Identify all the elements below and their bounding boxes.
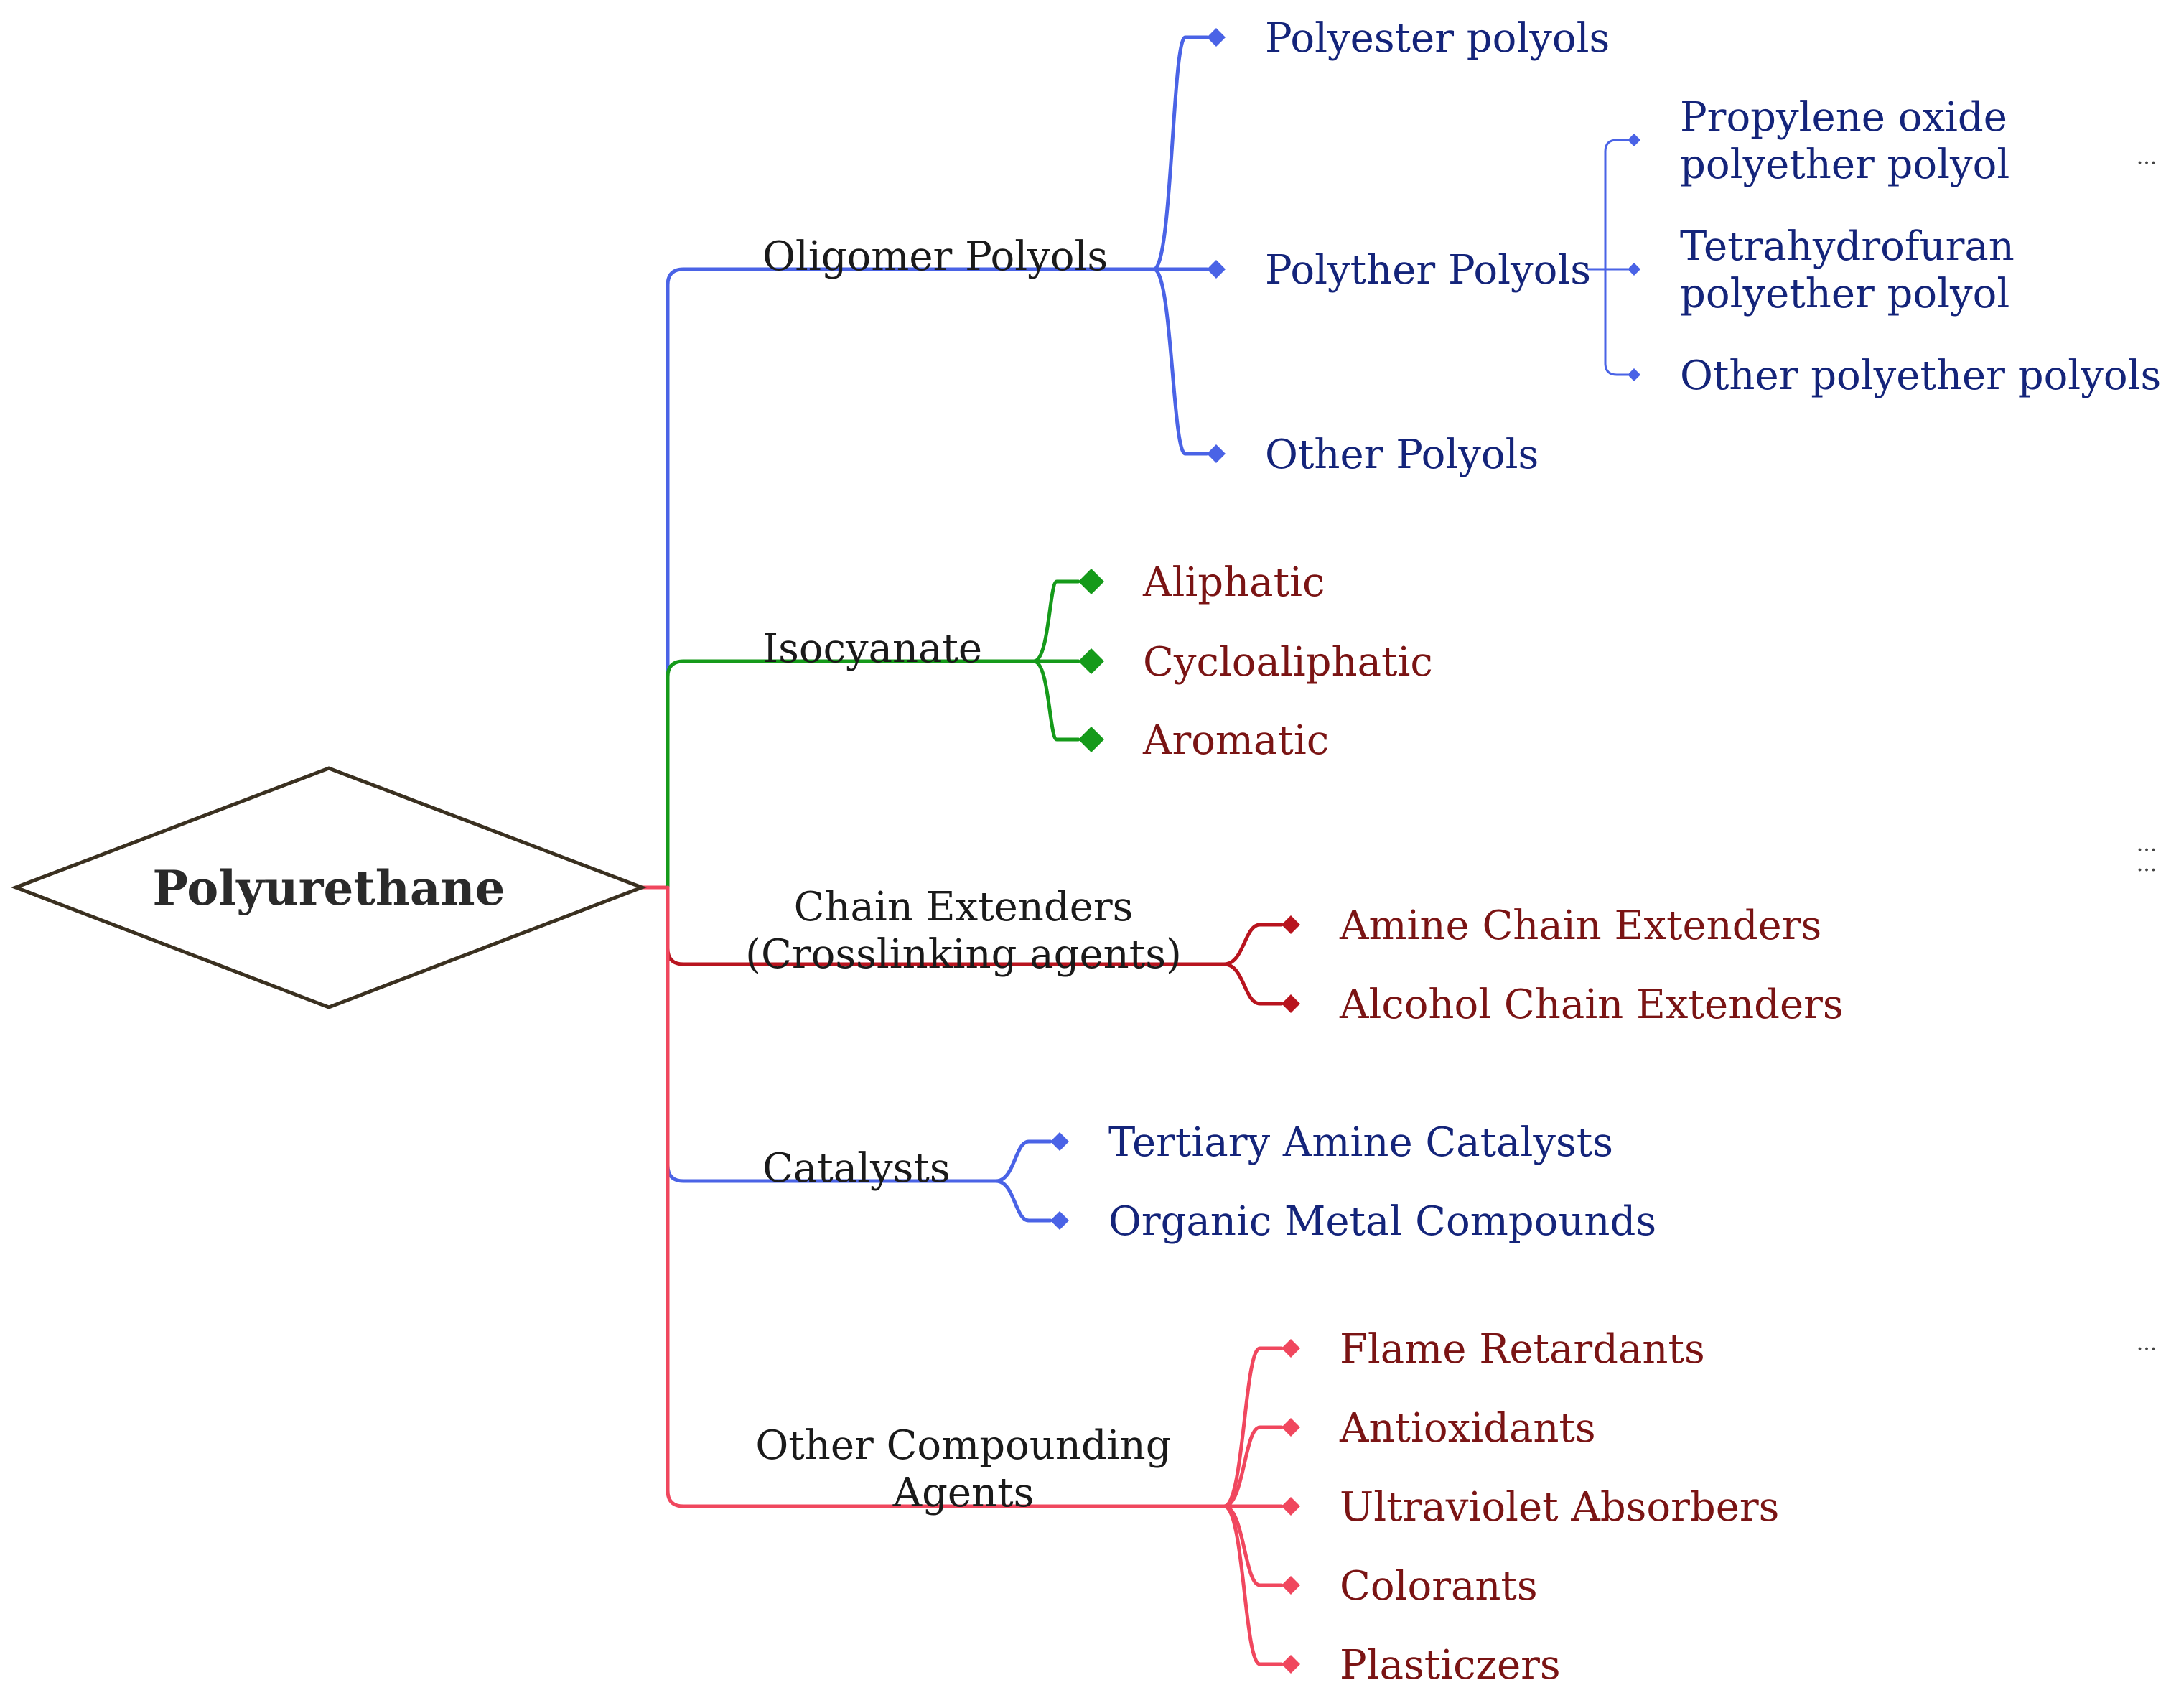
- branch-isocyanate-child-diamond: [1078, 569, 1104, 594]
- branch-oligomer-child-line: [1136, 267, 1209, 456]
- branch-catalysts-child-label-line: Organic Metal Compounds: [1108, 1198, 1656, 1245]
- branch-isocyanate-child-diamond: [1078, 727, 1104, 752]
- branch-chain-label-line: (Crosslinking agents): [745, 931, 1182, 978]
- branch-other-child-diamond: [1282, 1339, 1300, 1358]
- branch-oligomer-child-label-line: Polyester polyols: [1265, 15, 1610, 62]
- branch-catalysts-child-diamond: [1050, 1132, 1069, 1151]
- branch-chain-label-line: Chain Extenders: [794, 884, 1134, 930]
- branch-chain-child-diamond: [1282, 915, 1300, 934]
- branch-other-child-label-line: Flame Retardants: [1340, 1326, 1705, 1373]
- root-diamond-shape: [10, 766, 648, 1009]
- branch-catalysts-label-line: Catalysts: [762, 1145, 951, 1192]
- branch-oligomer-connector: [666, 267, 1140, 890]
- sub-branch-label-line: Propylene oxide: [1680, 94, 2007, 141]
- branch-other-label-line: Agents: [892, 1470, 1035, 1516]
- branch-isocyanate-label-line: Isocyanate: [762, 625, 982, 672]
- branch-oligomer-child-diamond: [1207, 444, 1226, 463]
- branch-oligomer-child-diamond: [1207, 260, 1226, 279]
- branch-isocyanate-child-label[interactable]: Cycloaliphatic: [1143, 639, 1433, 686]
- collapsed-ellipsis-icon[interactable]: ...: [2137, 1330, 2157, 1355]
- branch-isocyanate-label[interactable]: Isocyanate: [762, 625, 982, 672]
- branch-other-child-diamond: [1282, 1497, 1300, 1516]
- sub-branch-bracket: [1604, 139, 1629, 376]
- sub-branch-diamond: [1628, 134, 1640, 146]
- collapsed-ellipsis-icon[interactable]: ...: [2137, 144, 2157, 169]
- sub-branch-label-line: Tetrahydrofuran: [1680, 223, 2015, 270]
- root-node[interactable]: Polyurethane: [10, 766, 648, 1009]
- branch-isocyanate-child-line: [1016, 659, 1080, 742]
- branch-other-child-label-line: Plasticzers: [1340, 1642, 1561, 1689]
- branch-chain-child-diamond: [1282, 994, 1300, 1013]
- branch-oligomer-label-line: Oligomer Polyols: [762, 233, 1108, 280]
- branch-other-child-label[interactable]: Ultraviolet Absorbers: [1340, 1484, 1779, 1531]
- branch-isocyanate-child-label-line: Aromatic: [1142, 717, 1329, 764]
- branch-oligomer-child-label[interactable]: Polyester polyols: [1265, 15, 1610, 62]
- branch-other-child-label-line: Antioxidants: [1339, 1405, 1596, 1452]
- branch-other-child-line: [1215, 1504, 1284, 1666]
- branch-chain-label[interactable]: Chain Extenders(Crosslinking agents): [745, 884, 1182, 978]
- sub-branch-label[interactable]: Other polyether polyols: [1680, 353, 2161, 399]
- branch-isocyanate-child-label-line: Cycloaliphatic: [1143, 639, 1433, 686]
- diamond-markers: [1050, 28, 1640, 1674]
- branch-isocyanate-child-line: [1016, 579, 1080, 663]
- branch-catalysts-child-diamond: [1050, 1211, 1069, 1230]
- branch-chain-child-line: [1215, 923, 1284, 966]
- sub-branch-label-line: Other polyether polyols: [1680, 353, 2161, 399]
- branch-other-child-label[interactable]: Flame Retardants: [1340, 1326, 1705, 1373]
- branch-catalysts-child-line: [978, 1139, 1052, 1183]
- sub-branch-label-line: polyether polyol: [1680, 141, 2009, 188]
- sub-branch-diamond: [1628, 263, 1640, 276]
- branch-isocyanate-connector: [666, 659, 1020, 890]
- connector-lines: [640, 35, 1629, 1666]
- branch-isocyanate-child-diamond: [1078, 648, 1104, 674]
- branch-other-child-label[interactable]: Colorants: [1340, 1563, 1538, 1610]
- branch-other-child-line: [1215, 1504, 1284, 1587]
- branch-chain-child-line: [1215, 962, 1284, 1006]
- branch-chain-child-label-line: Alcohol Chain Extenders: [1339, 981, 1844, 1028]
- branch-catalysts-child-label[interactable]: Organic Metal Compounds: [1108, 1198, 1656, 1245]
- branch-other-child-diamond: [1282, 1418, 1300, 1437]
- branch-other-label-line: Other Compounding: [755, 1422, 1171, 1469]
- branch-oligomer-child-line: [1136, 35, 1209, 271]
- branch-oligomer-child-label[interactable]: Other Polyols: [1265, 431, 1539, 478]
- branch-oligomer-child-diamond: [1207, 28, 1226, 47]
- branch-other-child-label-line: Ultraviolet Absorbers: [1340, 1484, 1779, 1531]
- branch-other-child-diamond: [1282, 1576, 1300, 1595]
- root-label: Polyurethane: [152, 860, 505, 916]
- branch-isocyanate-child-label-line: Aliphatic: [1142, 559, 1325, 606]
- sub-branch-diamond: [1628, 368, 1640, 381]
- branch-chain-child-label-line: Amine Chain Extenders: [1339, 902, 1821, 949]
- branch-oligomer-child-label-line: Other Polyols: [1265, 431, 1539, 478]
- branch-oligomer-child-label[interactable]: Polyther Polyols: [1265, 247, 1591, 294]
- collapsed-ellipsis-icon[interactable]: ...: [2137, 851, 2157, 877]
- branch-other-child-diamond: [1282, 1655, 1300, 1674]
- branch-chain-child-label[interactable]: Amine Chain Extenders: [1339, 902, 1821, 949]
- branch-oligomer-child-label-line: Polyther Polyols: [1265, 247, 1591, 294]
- branch-isocyanate-child-label[interactable]: Aliphatic: [1142, 559, 1325, 606]
- branch-catalysts-label[interactable]: Catalysts: [762, 1145, 951, 1192]
- branch-other-connector: [666, 885, 1219, 1508]
- node-labels: Oligomer Polyols Polyester polyolsPolythe…: [745, 15, 2161, 1689]
- branch-other-child-label[interactable]: Plasticzers: [1340, 1642, 1561, 1689]
- branch-oligomer-label[interactable]: Oligomer Polyols: [762, 233, 1108, 280]
- branch-other-child-label-line: Colorants: [1340, 1563, 1538, 1610]
- branch-other-child-line: [1215, 1425, 1284, 1508]
- branch-chain-child-label[interactable]: Alcohol Chain Extenders: [1339, 981, 1844, 1028]
- branch-catalysts-child-line: [978, 1179, 1052, 1223]
- branch-other-child-label[interactable]: Antioxidants: [1339, 1405, 1596, 1452]
- branch-catalysts-child-label[interactable]: Tertiary Amine Catalysts: [1108, 1119, 1613, 1166]
- ellipsis-markers: ............: [2137, 144, 2157, 1355]
- sub-branch-label-line: polyether polyol: [1680, 271, 2009, 317]
- collapsed-ellipsis-icon[interactable]: ...: [2137, 831, 2157, 857]
- branch-catalysts-child-label-line: Tertiary Amine Catalysts: [1108, 1119, 1613, 1166]
- branch-isocyanate-child-label[interactable]: Aromatic: [1142, 717, 1329, 764]
